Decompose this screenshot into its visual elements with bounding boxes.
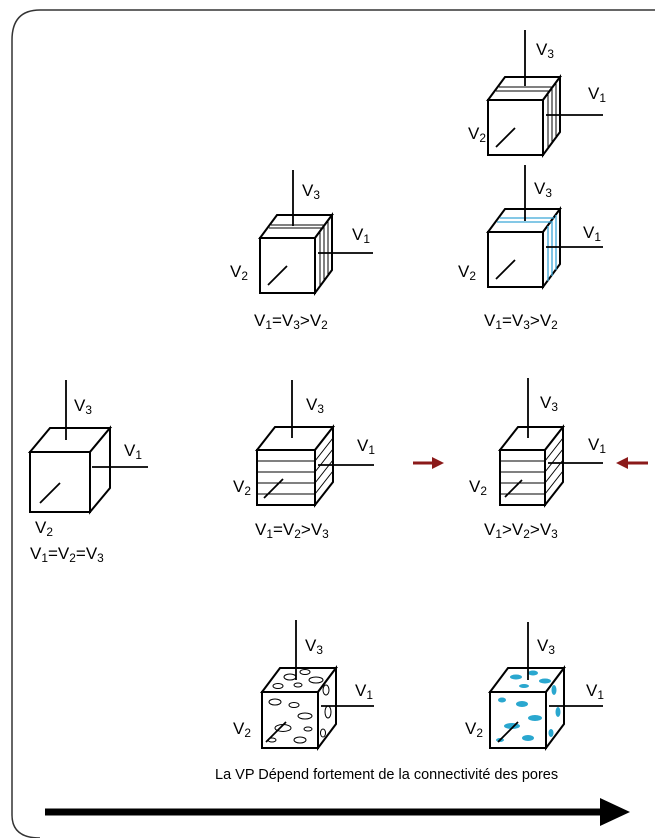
v2-label: V2 bbox=[465, 719, 483, 740]
cube-horizontal-layers bbox=[254, 380, 374, 508]
cube-vertical-fractures-a bbox=[258, 170, 373, 297]
v2-label: V2 bbox=[469, 477, 487, 498]
caption: La VP Dépend fortement de la connectivit… bbox=[215, 767, 559, 783]
v3-label: V3 bbox=[537, 636, 555, 657]
equation-vertical-fractures-b: V1=V3>V2 bbox=[484, 311, 558, 332]
v1-label: V1 bbox=[355, 681, 373, 702]
v3-label: V3 bbox=[302, 181, 320, 202]
stress-arrow-right bbox=[616, 457, 648, 469]
frame-border bbox=[11, 9, 655, 838]
cube-vertical-fractures-top bbox=[486, 30, 603, 159]
cube-isotropic bbox=[27, 380, 148, 515]
cube-pores-white bbox=[260, 620, 374, 751]
progression-arrow bbox=[45, 798, 630, 826]
v2-label: V2 bbox=[230, 262, 248, 283]
v3-label: V3 bbox=[74, 396, 92, 417]
v3-label: V3 bbox=[305, 636, 323, 657]
v2-label: V2 bbox=[233, 477, 251, 498]
cube-stressed-layers bbox=[497, 378, 603, 508]
v2-label: V2 bbox=[35, 518, 53, 539]
v3-label: V3 bbox=[306, 395, 324, 416]
v2-label: V2 bbox=[458, 262, 476, 283]
v2-label: V2 bbox=[468, 124, 486, 145]
v3-label: V3 bbox=[536, 40, 554, 61]
cube-pores-blue bbox=[488, 622, 603, 751]
v1-label: V1 bbox=[588, 435, 606, 456]
v1-label: V1 bbox=[588, 84, 606, 105]
v3-label: V3 bbox=[534, 179, 552, 200]
v1-label: V1 bbox=[586, 681, 604, 702]
v1-label: V1 bbox=[357, 436, 375, 457]
equation-horizontal-layers: V1=V2>V3 bbox=[255, 520, 329, 541]
equation-stressed-layers: V1>V2>V3 bbox=[484, 520, 558, 541]
v2-label: V2 bbox=[233, 719, 251, 740]
v3-label: V3 bbox=[540, 393, 558, 414]
v1-label: V1 bbox=[352, 225, 370, 246]
cube-vertical-fractures-blue bbox=[486, 165, 603, 291]
v1-label: V1 bbox=[124, 441, 142, 462]
equation-isotropic: V1=V2=V3 bbox=[30, 544, 104, 565]
v1-label: V1 bbox=[583, 223, 601, 244]
stress-arrow-left bbox=[413, 457, 444, 469]
equation-vertical-fractures-a: V1=V3>V2 bbox=[254, 311, 328, 332]
